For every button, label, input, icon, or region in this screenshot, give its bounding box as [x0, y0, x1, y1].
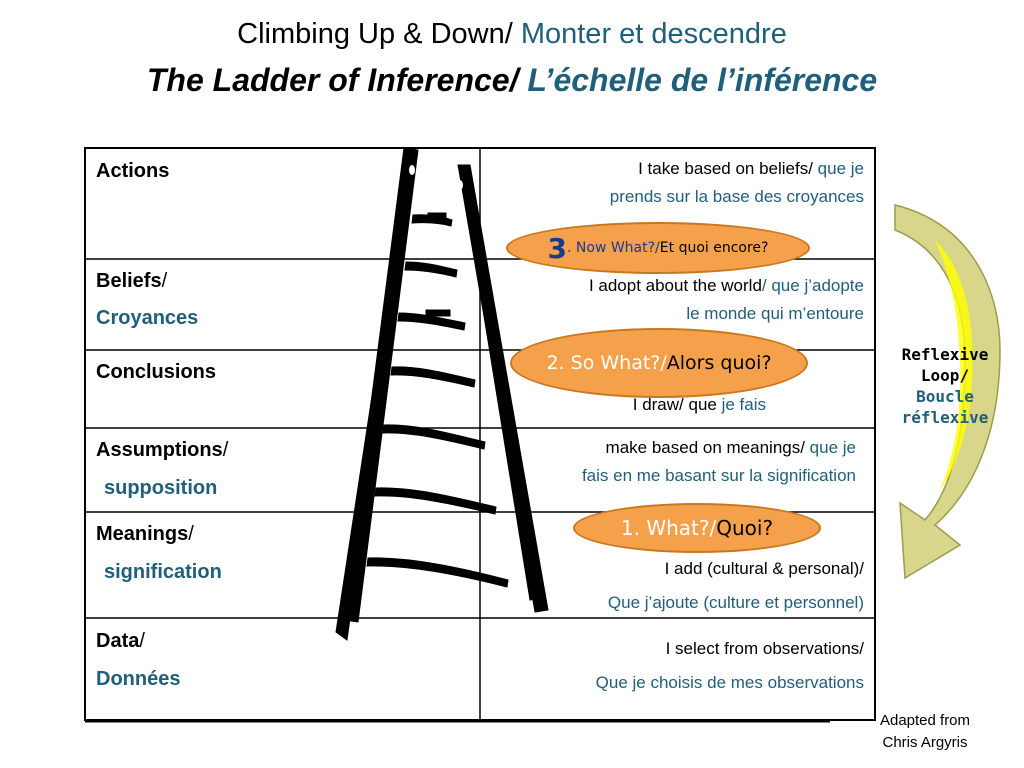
row-label-assumptions: Assumptions/	[96, 439, 228, 462]
row-desc-beliefs-line2: le monde qui m’entoure	[686, 304, 864, 323]
row-desc-meanings: I add (cultural & personal)/ Que j’ajout…	[608, 552, 864, 620]
row-label-beliefs: Beliefs/	[96, 270, 167, 293]
ellipse-what: 1. What?/Quoi?	[573, 503, 821, 553]
row-label-assumptions-fr: supposition	[104, 477, 218, 499]
credit-line-2: Chris Argyris	[882, 734, 968, 751]
title-line-2-fr: L’échelle de l’inférence	[518, 62, 878, 98]
row-desc-beliefs: I adopt about the world/ que j’adopte le…	[589, 272, 864, 328]
row-label-actions: Actions	[96, 160, 170, 182]
row-desc-actions-fr: que je	[812, 159, 864, 178]
reflexive-loop-label: Reflexive Loop/ Boucle réflexive	[880, 344, 1010, 428]
ellipse-2-fr: Alors quoi?	[666, 352, 772, 374]
row-label-assumptions-en: Assumptions	[96, 439, 223, 461]
row-label-meanings-slash: /	[188, 523, 194, 545]
row-desc-actions-line2: prends sur la base des croyances	[609, 187, 864, 206]
row-label-beliefs-fr: Croyances	[96, 307, 199, 329]
row-desc-assumptions: make based on meanings/ que je fais en m…	[582, 434, 856, 490]
row-desc-actions: I take based on beliefs/ que je prends s…	[610, 155, 864, 211]
credit-line-1: Adapted from	[879, 712, 971, 729]
row-desc-assumptions-line2: fais en me basant sur la signification	[581, 466, 856, 485]
loop-line-1: Reflexive	[901, 345, 989, 364]
title-line-1-fr: Monter et descendre	[512, 18, 787, 50]
row-desc-data-en: I select from observations/	[665, 639, 864, 658]
row-label-data-fr: Données	[96, 668, 181, 690]
row-desc-meanings-line2: Que j’ajoute (culture et personnel)	[607, 593, 864, 612]
ellipse-2-en: 2. So What?/	[546, 352, 667, 374]
row-label-meanings: Meanings/	[96, 523, 194, 546]
row-desc-assumptions-en: make based on meanings/	[605, 438, 805, 457]
title-line-2-en: The Ladder of Inference/	[146, 62, 519, 98]
loop-line-4: réflexive	[901, 408, 989, 427]
loop-line-2: Loop/	[920, 366, 970, 385]
ellipse-3-number: 3	[547, 231, 567, 265]
row-label-data-en: Data	[96, 630, 140, 652]
row-desc-meanings-en: I add (cultural & personal)/	[664, 559, 864, 578]
ellipse-3-en: . Now What?/	[567, 240, 660, 256]
row-label-data-slash: /	[139, 630, 145, 652]
row-desc-data-line2: Que je choisis de mes observations	[595, 673, 864, 692]
row-desc-assumptions-fr: que je	[804, 438, 856, 457]
row-label-beliefs-en: Beliefs	[96, 270, 162, 292]
title-line-1: Climbing Up & Down/ Monter et descendre	[0, 18, 1024, 51]
title-line-1-en: Climbing Up & Down/	[237, 18, 513, 50]
title-line-2: The Ladder of Inference/ L’échelle de l’…	[0, 62, 1024, 99]
row-desc-conclusions-fr: je fais	[716, 395, 766, 414]
ellipse-1-fr: Quoi?	[716, 516, 774, 540]
row-desc-beliefs-fr: / que j’adopte	[761, 276, 864, 295]
ellipse-1-en: 1. What?/	[620, 516, 717, 540]
row-desc-beliefs-en: I adopt about the world	[588, 276, 762, 295]
row-label-assumptions-slash: /	[222, 439, 229, 461]
row-label-data: Data/	[96, 630, 145, 653]
credit: Adapted from Chris Argyris	[845, 710, 1005, 754]
row-label-meanings-en: Meanings	[96, 523, 189, 545]
ellipse-now-what: 3. Now What?/ Et quoi encore?	[506, 222, 810, 274]
row-desc-conclusions: I draw/ que je fais	[633, 391, 766, 419]
row-label-meanings-fr: signification	[104, 561, 222, 583]
row-desc-conclusions-en: I draw/ que	[632, 395, 717, 414]
row-label-beliefs-slash: /	[161, 270, 168, 292]
ellipse-so-what: 2. So What?/Alors quoi?	[510, 328, 808, 398]
row-desc-data: I select from observations/ Que je chois…	[596, 632, 864, 700]
row-desc-actions-en: I take based on beliefs/	[638, 159, 813, 178]
loop-line-3: Boucle	[916, 387, 974, 406]
ellipse-3-fr: Et quoi encore?	[659, 240, 769, 256]
row-label-conclusions: Conclusions	[96, 361, 217, 383]
